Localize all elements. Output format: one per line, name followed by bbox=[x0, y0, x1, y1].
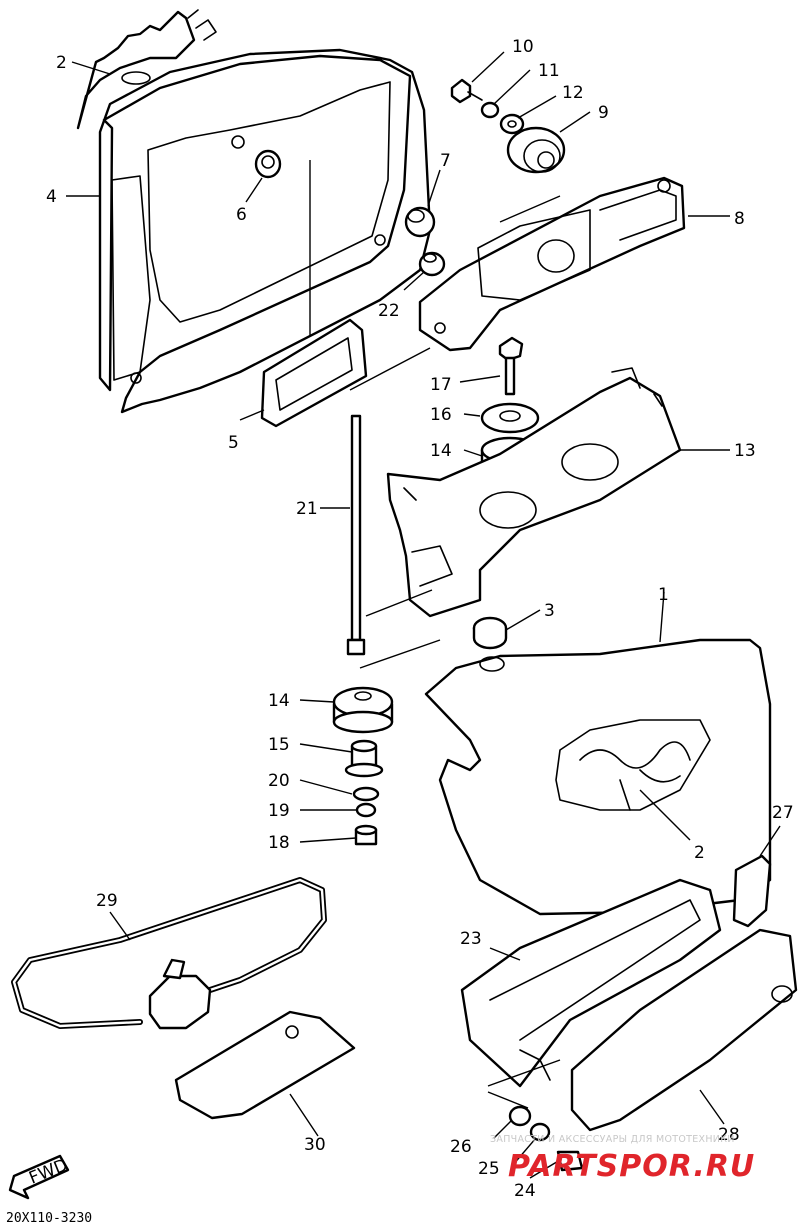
part-box-23 bbox=[460, 878, 722, 1088]
callout-23: 23 bbox=[460, 929, 482, 949]
part-bolt-17 bbox=[498, 336, 524, 396]
callout-17: 17 bbox=[430, 375, 452, 395]
callout-14-upper: 14 bbox=[430, 441, 452, 461]
part-damper-9 bbox=[506, 126, 566, 174]
part-grommet-6 bbox=[254, 149, 282, 179]
callout-2-bottom: 2 bbox=[694, 843, 705, 863]
callout-1: 1 bbox=[658, 585, 669, 605]
callout-19: 19 bbox=[268, 801, 290, 821]
callout-2-top: 2 bbox=[56, 53, 67, 73]
callout-30: 30 bbox=[304, 1135, 326, 1155]
callout-27: 27 bbox=[772, 803, 794, 823]
part-collar-12 bbox=[499, 113, 525, 135]
callout-25: 25 bbox=[478, 1159, 500, 1179]
part-bracket-2 bbox=[76, 9, 217, 130]
callout-24: 24 bbox=[514, 1181, 536, 1201]
callout-14-lower: 14 bbox=[268, 691, 290, 711]
callout-7: 7 bbox=[440, 151, 451, 171]
part-collar-15 bbox=[344, 739, 384, 778]
callout-13: 13 bbox=[734, 441, 756, 461]
part-side-cover-1 bbox=[424, 638, 772, 916]
part-bolt-10 bbox=[450, 78, 483, 104]
callout-6: 6 bbox=[236, 205, 247, 225]
leader-lines bbox=[66, 51, 781, 1179]
part-rubber-mount-14b bbox=[332, 686, 394, 734]
part-grommet-7 bbox=[404, 206, 436, 238]
callout-21: 21 bbox=[296, 499, 318, 519]
callout-5: 5 bbox=[228, 433, 239, 453]
callout-4: 4 bbox=[46, 187, 57, 207]
callout-labels: 2 4 6 5 10 11 12 9 7 8 22 17 16 14 13 21… bbox=[46, 37, 794, 1201]
part-screw-24 bbox=[556, 1150, 584, 1172]
diagram-code: 20X110-3230 bbox=[6, 1211, 92, 1226]
part-grommet-22 bbox=[418, 251, 446, 277]
part-washer-20 bbox=[352, 786, 380, 802]
part-cover-28 bbox=[570, 928, 798, 1132]
part-pad-30 bbox=[174, 1010, 356, 1120]
part-bracket-8 bbox=[418, 176, 686, 352]
callout-16: 16 bbox=[430, 405, 452, 425]
part-washer-19 bbox=[355, 802, 377, 818]
part-reflector-27 bbox=[732, 854, 772, 928]
part-washer-26 bbox=[508, 1105, 532, 1127]
watermark-tagline: ЗАПЧАСТИ И АКСЕССУАРЫ ДЛЯ МОТОТЕХНИКИ bbox=[490, 1134, 735, 1145]
callout-11: 11 bbox=[538, 61, 560, 81]
callout-18: 18 bbox=[268, 833, 290, 853]
callout-3: 3 bbox=[544, 601, 555, 621]
callout-26: 26 bbox=[450, 1137, 472, 1157]
callout-12: 12 bbox=[562, 83, 584, 103]
callout-9: 9 bbox=[598, 103, 609, 123]
fwd-label: FWD bbox=[26, 1155, 70, 1188]
callout-20: 20 bbox=[268, 771, 290, 791]
fwd-arrow-icon bbox=[8, 1154, 70, 1200]
part-hose-29 bbox=[11, 877, 327, 1030]
part-rod-21 bbox=[346, 414, 366, 656]
callout-8: 8 bbox=[734, 209, 745, 229]
callout-28: 28 bbox=[718, 1125, 740, 1145]
callout-10: 10 bbox=[512, 37, 534, 57]
part-collar-25 bbox=[529, 1122, 551, 1142]
callout-15: 15 bbox=[268, 735, 290, 755]
part-plate-5 bbox=[260, 318, 368, 428]
part-nut-18 bbox=[354, 824, 378, 846]
part-collar-16 bbox=[480, 402, 540, 434]
callout-22: 22 bbox=[378, 301, 400, 321]
part-grommet-3 bbox=[472, 616, 508, 650]
part-washer-11 bbox=[480, 101, 500, 119]
part-tray-13 bbox=[386, 367, 682, 618]
part-side-cover-4 bbox=[98, 48, 432, 414]
watermark-brand: PARTSPOR.RU bbox=[508, 1149, 755, 1184]
callout-29: 29 bbox=[96, 891, 118, 911]
